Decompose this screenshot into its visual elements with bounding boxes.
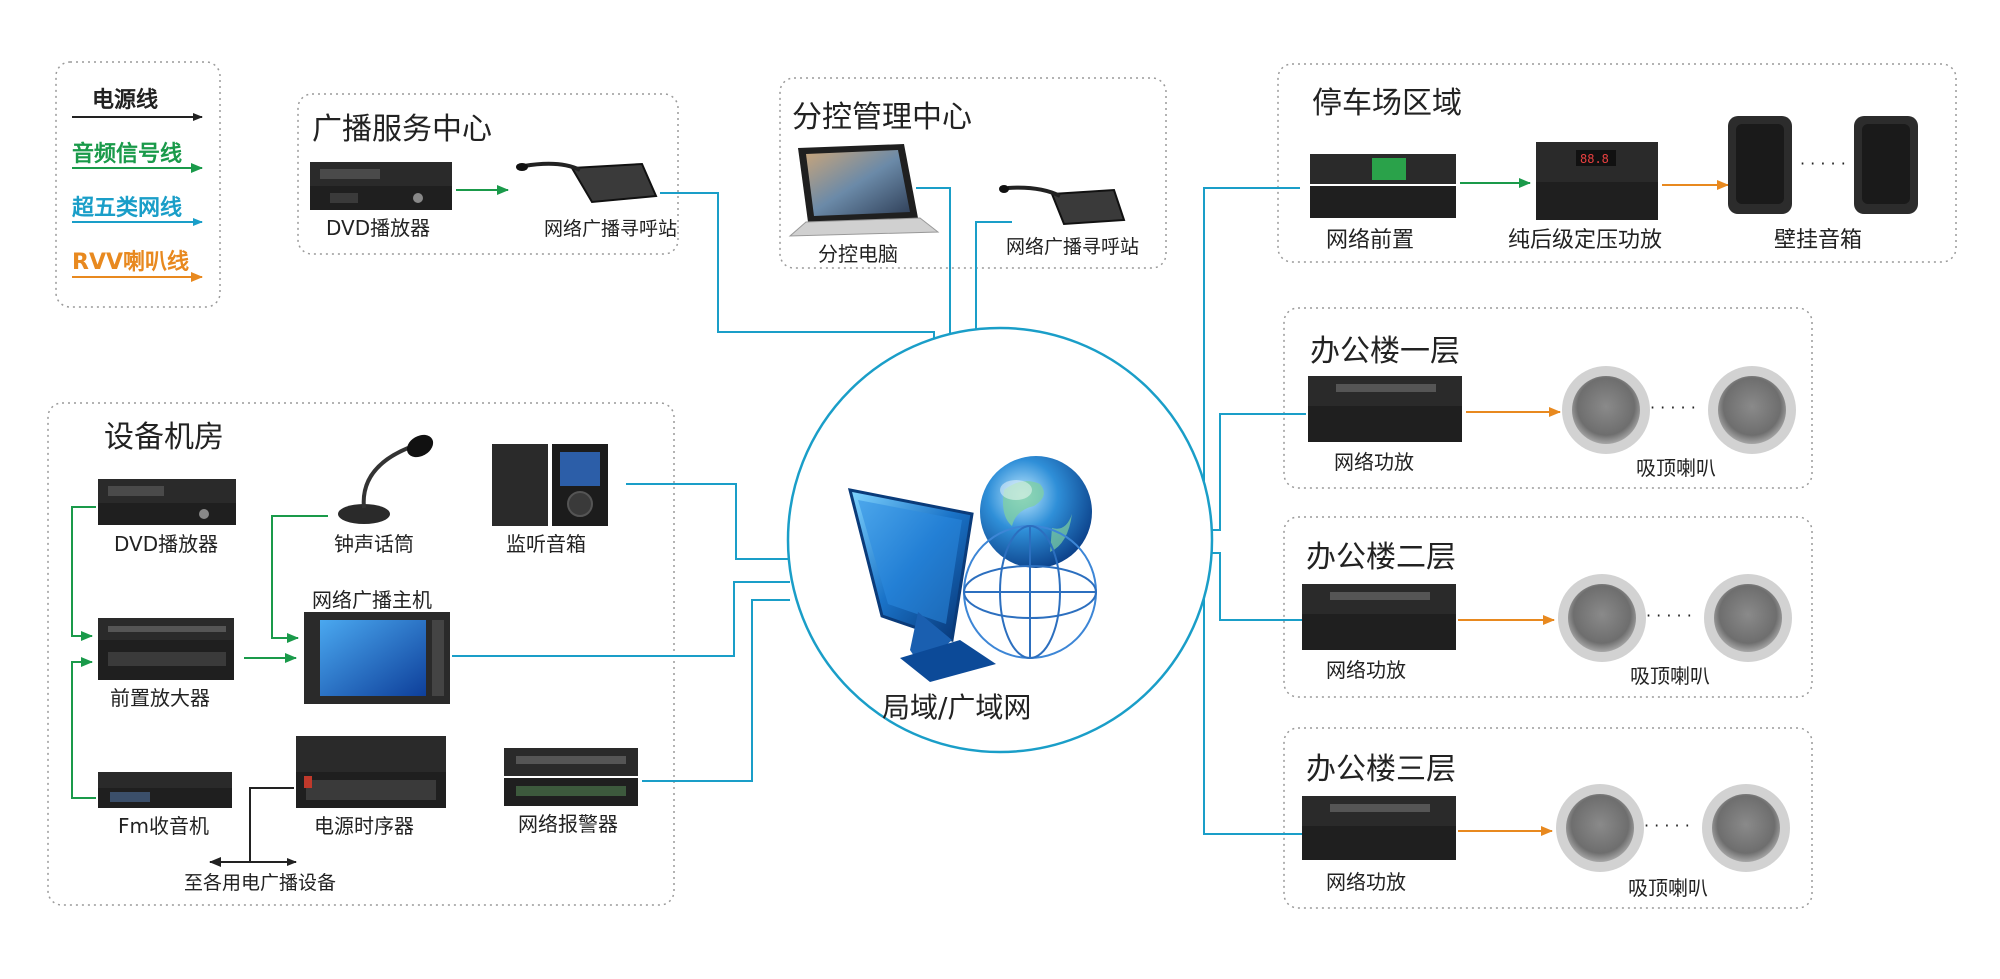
floor2-title: 办公楼二层 [1306,540,1456,575]
floor1-speaker-left [1562,366,1650,454]
network-monitor-icon [847,488,996,682]
preamp-label: 前置放大器 [110,686,210,710]
speaker-cables [1458,180,1729,836]
chime-mic-device [338,434,434,524]
parking-amp-device: 88.8 [1536,142,1658,220]
host-device [304,612,450,704]
parking-front-device [1310,154,1456,218]
bc-paging-label: 网络广播寻呼站 [544,218,678,240]
wire-globe-icon [963,525,1097,659]
audio-dvd-to-preamp [71,506,96,641]
legend-audio-label: 音频信号线 [72,142,183,167]
floor2-speaker-right [1704,574,1792,662]
cable-host [452,581,790,657]
network-center [786,326,1214,754]
monitor-speaker-label: 监听音箱 [506,532,586,556]
parking-title: 停车场区域 [1312,86,1462,121]
sequencer-label: 电源时序器 [314,814,414,838]
floor2-amp-device [1302,584,1456,650]
floor2-speaker-left [1558,574,1646,662]
floor2-dots: · · · · · [1646,606,1692,625]
legend-lines [72,113,203,282]
broadcast-center-title: 广播服务中心 [312,112,492,147]
parking-box [1277,63,1957,263]
floor3-speaker-label: 吸顶喇叭 [1628,876,1708,900]
floor3-amp-device [1302,796,1456,860]
bc-dvd-device [310,162,452,210]
globe-icon [980,456,1092,568]
floor1-amp-device [1308,376,1462,442]
parking-front-label: 网络前置 [1326,228,1415,253]
host-title-label: 网络广播主机 [312,588,432,612]
wall-speaker-right [1854,116,1918,214]
preamp-device [98,618,234,680]
floor3-dots: · · · · · [1644,816,1690,835]
alarm-label: 网络报警器 [518,812,618,836]
parking-dots: · · · · · [1800,154,1846,173]
audio-mic-to-host [271,515,328,643]
machine-room-title: 设备机房 [104,420,224,455]
floor2-speaker-label: 吸顶喇叭 [1630,664,1710,688]
sequencer-device [296,736,446,808]
fm-device [98,772,232,808]
power-cables [209,787,297,867]
wall-speaker-left [1728,116,1792,214]
audio-cables [71,178,1531,799]
cable-monitor [626,483,790,560]
floor1-title: 办公楼一层 [1310,334,1460,369]
legend-speaker-label: RVV喇叭线 [72,250,189,275]
floor3-speaker-left [1556,784,1644,872]
bc-paging-device [516,161,658,204]
floor2-amp-label: 网络功放 [1326,658,1406,682]
sub-pc-device [788,144,940,237]
to-backup-label: 至各用电广播设备 [184,872,337,894]
legend-power-label: 电源线 [92,88,159,113]
floor3-title: 办公楼三层 [1306,752,1456,787]
fm-label: Fm收音机 [118,814,209,838]
alarm-device [504,748,638,806]
sub-paging-label: 网络广播寻呼站 [1006,236,1140,258]
floor1-speaker-right [1708,366,1796,454]
mr-dvd-device [98,479,236,525]
floor1-speaker-label: 吸顶喇叭 [1636,456,1716,480]
floor1-amp-label: 网络功放 [1334,450,1414,474]
svg-text:88.8: 88.8 [1580,152,1609,166]
cable-alarm [642,599,790,782]
chime-mic-label: 钟声话筒 [334,532,414,556]
sub-control-title: 分控管理中心 [792,100,972,135]
sub-pc-label: 分控电脑 [818,242,898,266]
floor3-speaker-right [1702,784,1790,872]
audio-fm-to-preamp [71,657,96,799]
floor3-amp-label: 网络功放 [1326,870,1406,894]
monitor-speaker-device [492,444,608,526]
legend-box [55,61,221,308]
parking-amp-label: 纯后级定压功放 [1508,228,1663,253]
legend-network-label: 超五类网线 [72,196,183,221]
bc-dvd-label: DVD播放器 [326,216,431,240]
group-borders [47,61,1957,909]
power-sequencer-line [249,787,294,862]
broadcast-center-box [297,93,679,255]
mr-dvd-label: DVD播放器 [114,532,219,556]
floor1-dots: · · · · · [1650,398,1696,417]
parking-speaker-label: 壁挂音箱 [1774,228,1863,253]
sub-paging-device [999,185,1126,226]
network-center-label: 局域/广域网 [882,691,1032,724]
